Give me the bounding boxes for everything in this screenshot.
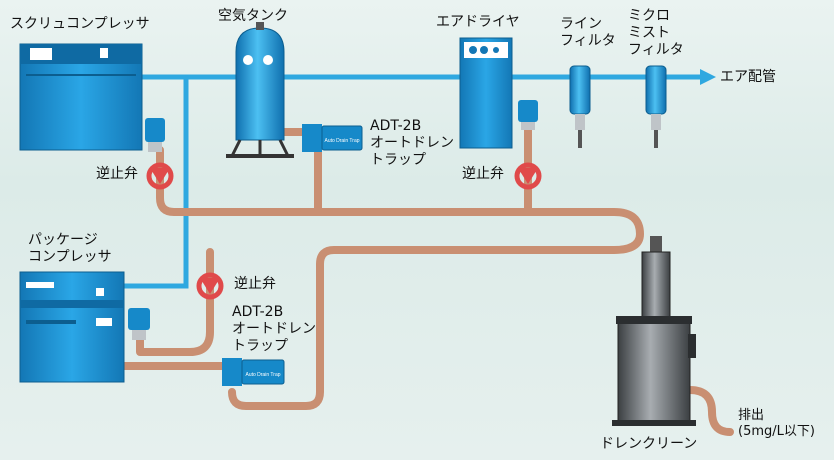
tank-icon — [226, 22, 294, 158]
separator-icon — [612, 236, 696, 426]
label-adt-bottom: ADT-2B オートドレン トラップ — [232, 304, 316, 355]
label-adt-bottom-2: オートドレン — [232, 321, 316, 337]
drain-package-filter — [136, 248, 214, 356]
label-adt-top-1: ADT-2B — [370, 118, 422, 134]
drain-main — [156, 146, 644, 410]
label-air-dryer: エアドライヤ — [436, 14, 520, 30]
filter-icon — [145, 118, 165, 152]
dryer-icon — [459, 37, 513, 149]
filter-icon — [569, 65, 591, 148]
trap-badge-bottom: Auto Drain Trap — [245, 372, 280, 378]
compressor-icon — [19, 271, 125, 383]
check-valve-icon — [196, 272, 224, 300]
label-micro-mist-1: ミクロ — [628, 8, 670, 24]
label-micro-mist-2: ミスト — [628, 25, 670, 41]
air-line-package — [121, 74, 189, 289]
label-package-compressor: パッケージ コンプレッサ — [28, 232, 112, 266]
drain-trap-icon: Auto Drain Trap — [302, 124, 363, 152]
label-adt-bottom-3: トラップ — [232, 338, 288, 354]
label-micro-mist-3: フィルタ — [628, 42, 684, 58]
label-discharge-1: 排出 — [738, 408, 765, 423]
air-lines — [121, 74, 703, 289]
label-air-tank: 空気タンク — [218, 8, 288, 24]
label-line-filter: ライン フィルタ — [560, 16, 616, 50]
check-valve-icon — [146, 162, 174, 190]
label-discharge-2: (5mg/L以下) — [738, 424, 815, 439]
label-check-valve-bottom: 逆止弁 — [234, 276, 276, 292]
label-air-piping: エア配管 — [720, 69, 776, 85]
label-check-valve-right: 逆止弁 — [462, 166, 504, 182]
label-line-filter-2: フィルタ — [560, 33, 616, 49]
filter-icon — [518, 100, 538, 130]
drain-trap-icon: Auto Drain Trap — [222, 358, 285, 386]
filter-icon — [128, 308, 150, 340]
label-screw-compressor: スクリュコンプレッサ — [10, 16, 150, 32]
label-micro-mist-filter: ミクロ ミスト フィルタ — [628, 8, 684, 59]
label-check-valve-left: 逆止弁 — [96, 166, 138, 182]
trap-badge-top: Auto Drain Trap — [324, 138, 359, 144]
label-drain-clean: ドレンクリーン — [600, 436, 698, 452]
label-line-filter-1: ライン — [560, 16, 602, 32]
check-valve-icon — [514, 162, 542, 190]
drain-lines — [120, 124, 734, 436]
compressor-icon — [19, 43, 143, 151]
label-adt-top-2: オートドレン — [370, 135, 454, 151]
label-package-1: パッケージ — [28, 232, 98, 248]
label-adt-top: ADT-2B オートドレン トラップ — [370, 118, 454, 169]
label-discharge: 排出 (5mg/L以下) — [738, 408, 815, 440]
drain-discharge — [686, 386, 734, 436]
label-adt-bottom-1: ADT-2B — [232, 304, 284, 320]
filter-icon — [645, 65, 667, 148]
label-adt-top-3: トラップ — [370, 152, 426, 168]
label-package-2: コンプレッサ — [28, 249, 112, 265]
arrow-icon — [700, 69, 716, 85]
